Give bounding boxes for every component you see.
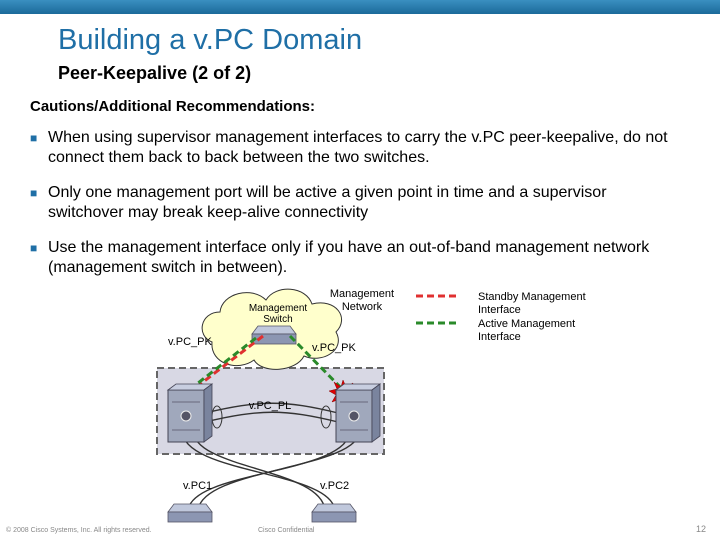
legend-active-label: Active Management	[478, 318, 575, 330]
management-switch-icon	[251, 325, 297, 345]
section-heading: Cautions/Additional Recommendations:	[30, 98, 316, 115]
legend-active-label-2: Interface	[478, 331, 521, 343]
vpc-pk-right-label: v.PC_PK	[312, 342, 356, 354]
access-switch-left-icon	[167, 503, 213, 523]
management-switch-label: Management	[249, 303, 308, 314]
bullet-item: ■ When using supervisor management interf…	[30, 128, 680, 168]
slide-subtitle: Peer-Keepalive (2 of 2)	[58, 63, 252, 83]
footer-confidential: Cisco Confidential	[258, 527, 315, 534]
bullet-text: When using supervisor management interfa…	[48, 129, 668, 166]
footer-copyright: © 2008 Cisco Systems, Inc. All rights re…	[6, 527, 152, 534]
bullet-item: ■ Only one management port will be active…	[30, 183, 680, 223]
bullet-text: Use the management interface only if you…	[48, 239, 650, 276]
legend-standby-label-2: Interface	[478, 304, 521, 316]
vpc-pl-label: v.PC_PL	[249, 400, 292, 412]
page-number: 12	[695, 524, 706, 534]
management-switch-label-2: Switch	[263, 314, 292, 325]
bullet-square-icon: ■	[30, 186, 38, 200]
vpc-pk-left-label: v.PC_PK	[168, 336, 212, 348]
bullet-item: ■ Use the management interface only if yo…	[30, 238, 680, 278]
bullet-square-icon: ■	[30, 131, 38, 145]
bullet-square-icon: ■	[30, 241, 38, 255]
vpc2-label: v.PC2	[320, 480, 349, 492]
bullet-list: ■ When using supervisor management interf…	[30, 128, 680, 293]
header-bar	[0, 0, 720, 14]
access-switch-right-icon	[311, 503, 357, 523]
management-network-label: Management	[330, 288, 394, 300]
legend-standby-label: Standby Management	[478, 291, 586, 303]
nexus-switch-left-icon	[166, 383, 214, 443]
port-channel-ellipse-right	[320, 405, 332, 429]
nexus-switch-right-icon	[334, 383, 382, 443]
vpc1-label: v.PC1	[183, 480, 212, 492]
vpc-member-links	[181, 429, 361, 513]
management-network-label-2: Network	[342, 301, 383, 313]
slide-title: Building a v.PC Domain	[58, 24, 363, 56]
bullet-text: Only one management port will be active …	[48, 184, 607, 221]
